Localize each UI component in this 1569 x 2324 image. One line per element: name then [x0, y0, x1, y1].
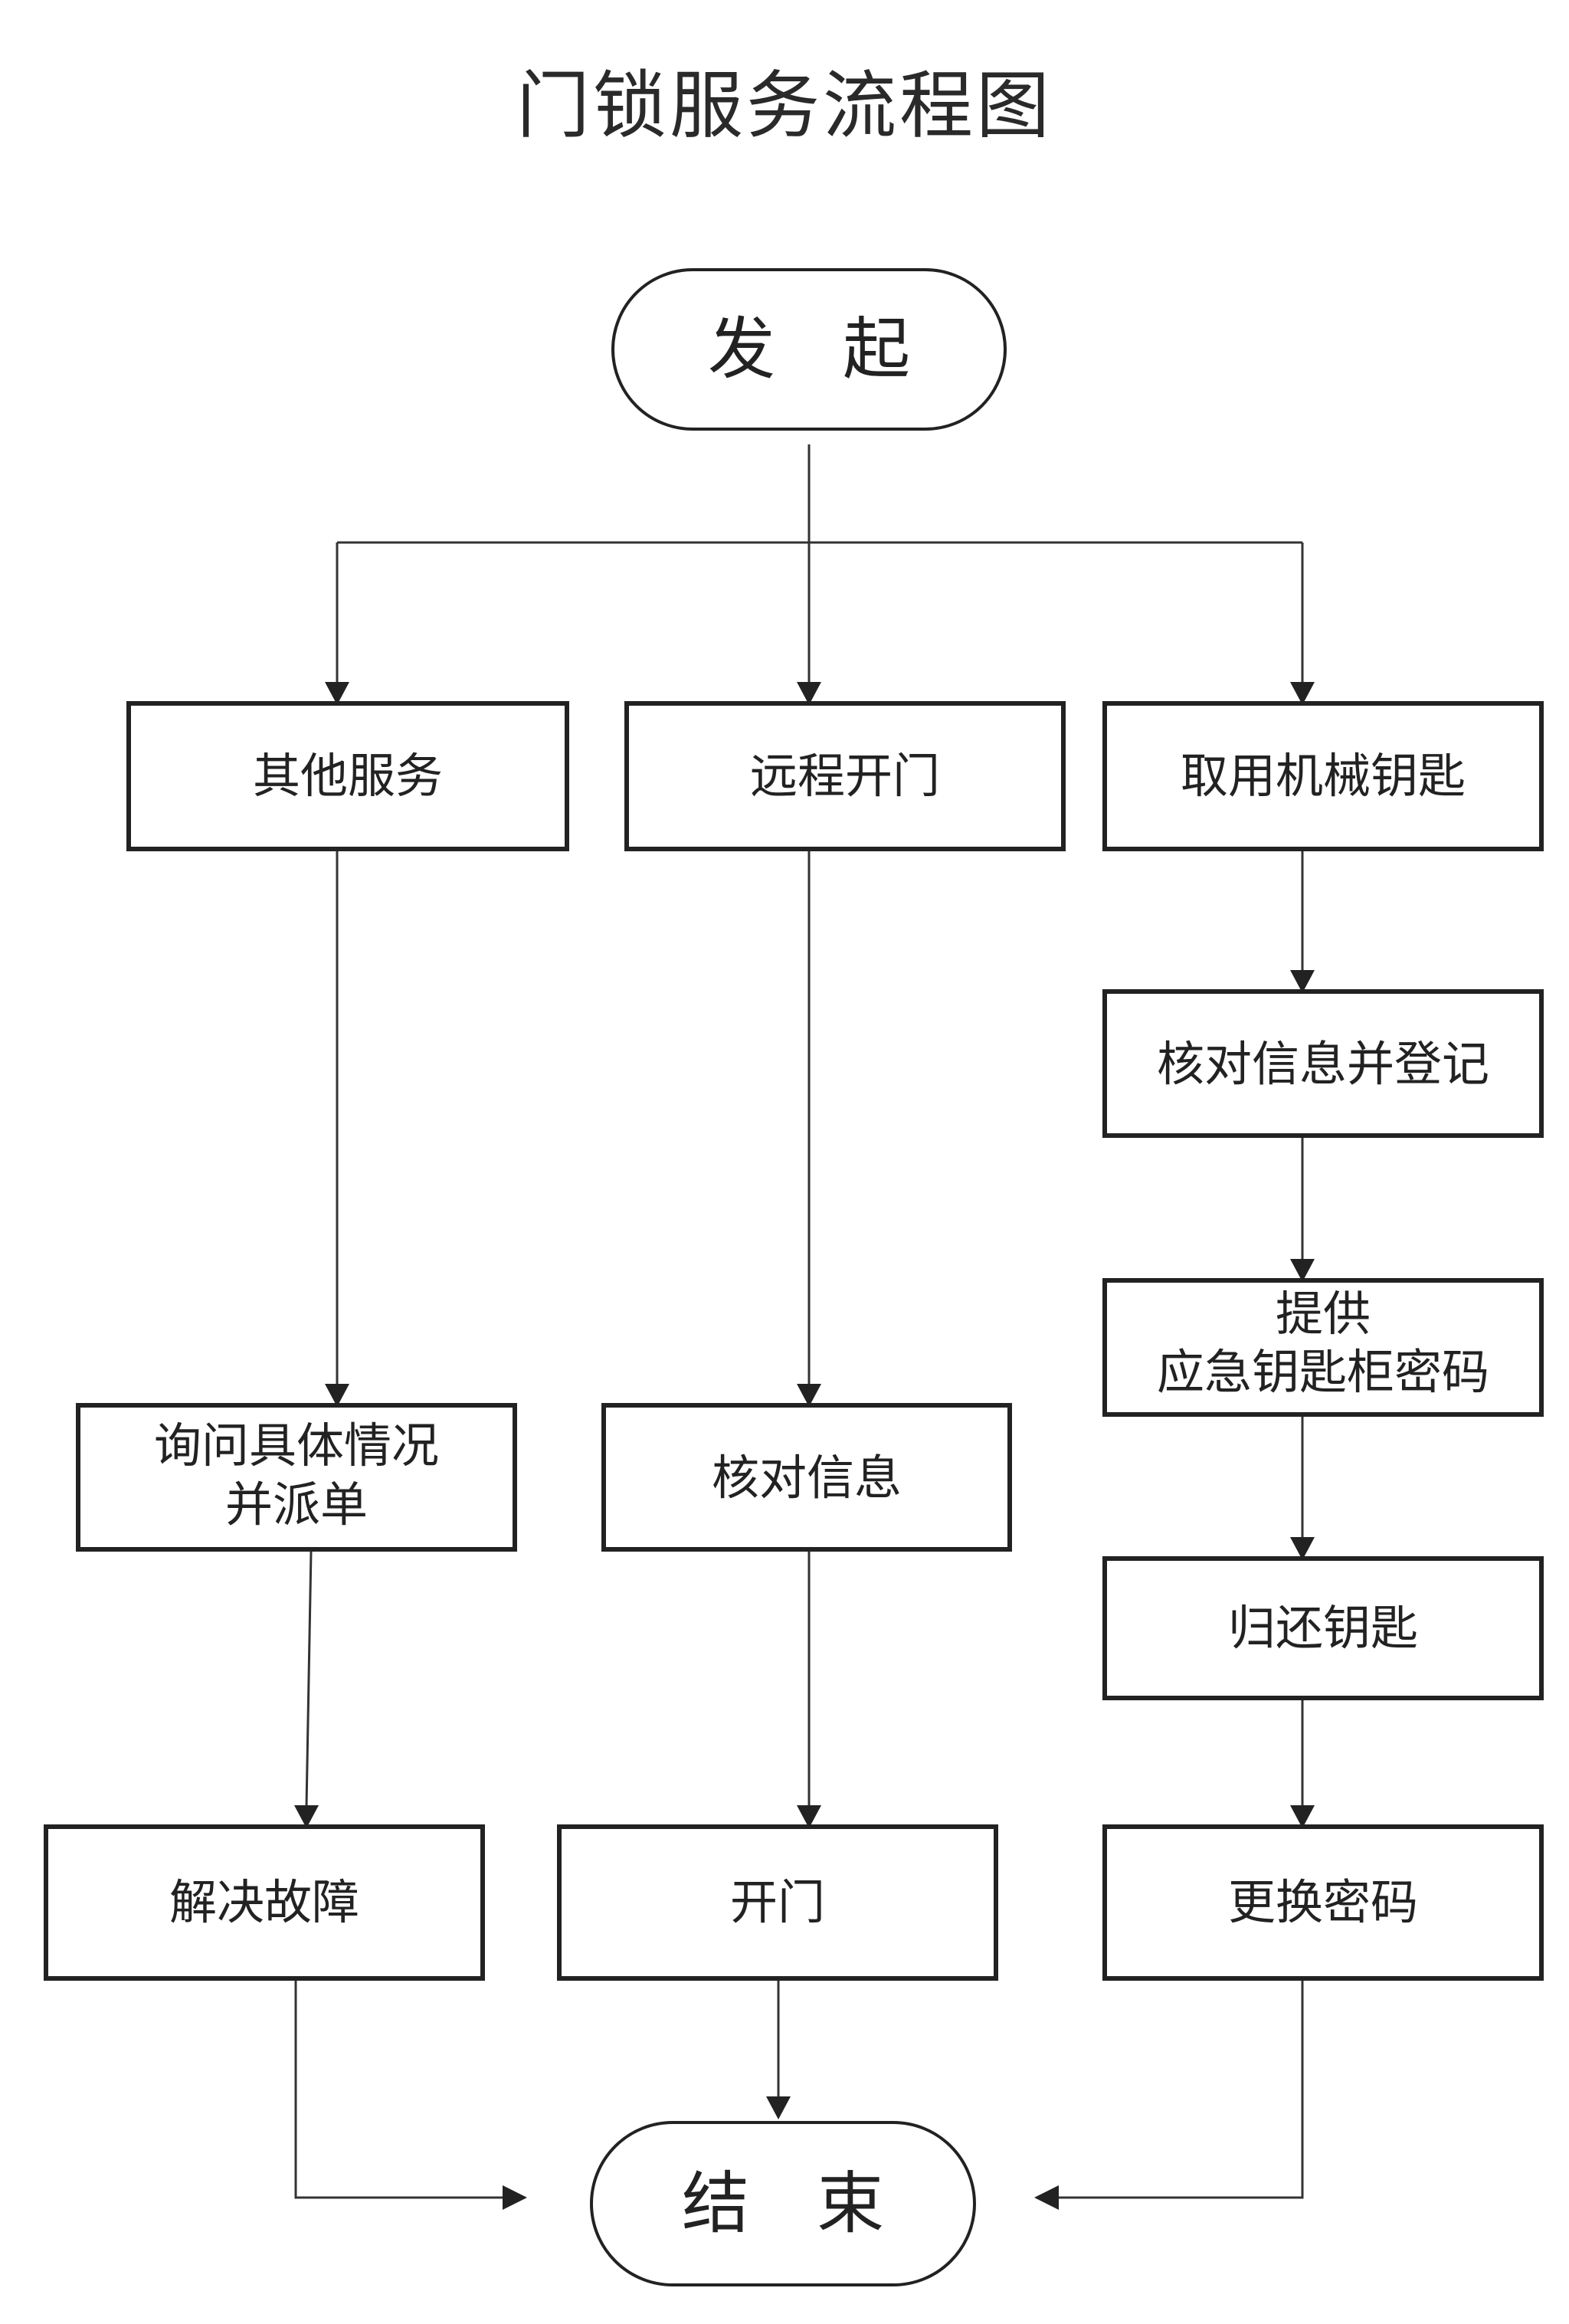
node-return-key-label: 归还钥匙 [1228, 1600, 1418, 1656]
node-take-key: 取用机械钥匙 [1102, 701, 1544, 851]
node-provide-password: 提供 应急钥匙柜密码 [1102, 1278, 1544, 1417]
node-remote-open: 远程开门 [624, 701, 1066, 851]
arrowhead-end-top [766, 2096, 791, 2119]
edge-fix-fault-to-end [294, 1981, 504, 2199]
node-verify-info: 核对信息 [601, 1403, 1012, 1552]
edge-change-password-to-end [1057, 1981, 1304, 2199]
arrowhead-provide [1290, 1259, 1315, 1282]
node-verify-register-label: 核对信息并登记 [1157, 1036, 1489, 1092]
node-open-door: 开门 [557, 1824, 998, 1981]
node-verify-register: 核对信息并登记 [1102, 989, 1544, 1138]
node-change-password: 更换密码 [1102, 1824, 1544, 1981]
arrowhead-open-door [797, 1805, 821, 1828]
diagram-title: 门锁服务流程图 [516, 63, 1053, 149]
node-fix-fault-label: 解决故障 [169, 1874, 359, 1930]
arrowhead-return-key [1290, 1537, 1315, 1560]
node-inquire-line1: 询问具体情况 [154, 1418, 439, 1473]
arrowhead-verify-info [797, 1384, 821, 1407]
node-remote-open-label: 远程开门 [750, 748, 940, 804]
node-other-service-label: 其他服务 [253, 748, 443, 804]
node-inquire-line2: 并派单 [225, 1477, 368, 1532]
node-provide-password-line1: 提供 [1276, 1286, 1371, 1342]
arrowhead-remote-open [797, 682, 821, 705]
arrowheads [294, 682, 1315, 2210]
node-start-label: 发 起 [708, 310, 910, 388]
node-verify-info-label: 核对信息 [712, 1450, 902, 1506]
arrowhead-fix-fault [294, 1805, 319, 1828]
arrowhead-end-right [1034, 2185, 1059, 2210]
node-end: 结 束 [590, 2121, 976, 2286]
node-fix-fault: 解决故障 [44, 1824, 485, 1981]
edge-inquire-to-fix-fault [305, 1551, 313, 1808]
node-return-key: 归还钥匙 [1102, 1556, 1544, 1700]
node-take-key-label: 取用机械钥匙 [1181, 748, 1466, 804]
node-provide-password-line2: 应急钥匙柜密码 [1157, 1344, 1489, 1400]
arrowhead-take-key [1290, 682, 1315, 705]
node-inquire-dispatch: 询问具体情况 并派单 [76, 1403, 517, 1552]
node-start: 发 起 [611, 268, 1007, 431]
node-open-door-label: 开门 [730, 1874, 825, 1930]
arrowhead-inquire [325, 1384, 349, 1407]
edges [294, 444, 1304, 2199]
arrowhead-change-password [1290, 1805, 1315, 1828]
arrowhead-end-left [503, 2185, 527, 2210]
node-change-password-label: 更换密码 [1228, 1874, 1418, 1930]
node-other-service: 其他服务 [126, 701, 569, 851]
arrowhead-verify-register [1290, 970, 1315, 993]
node-end-label: 结 束 [682, 2164, 884, 2243]
arrowhead-other-service [325, 682, 349, 705]
